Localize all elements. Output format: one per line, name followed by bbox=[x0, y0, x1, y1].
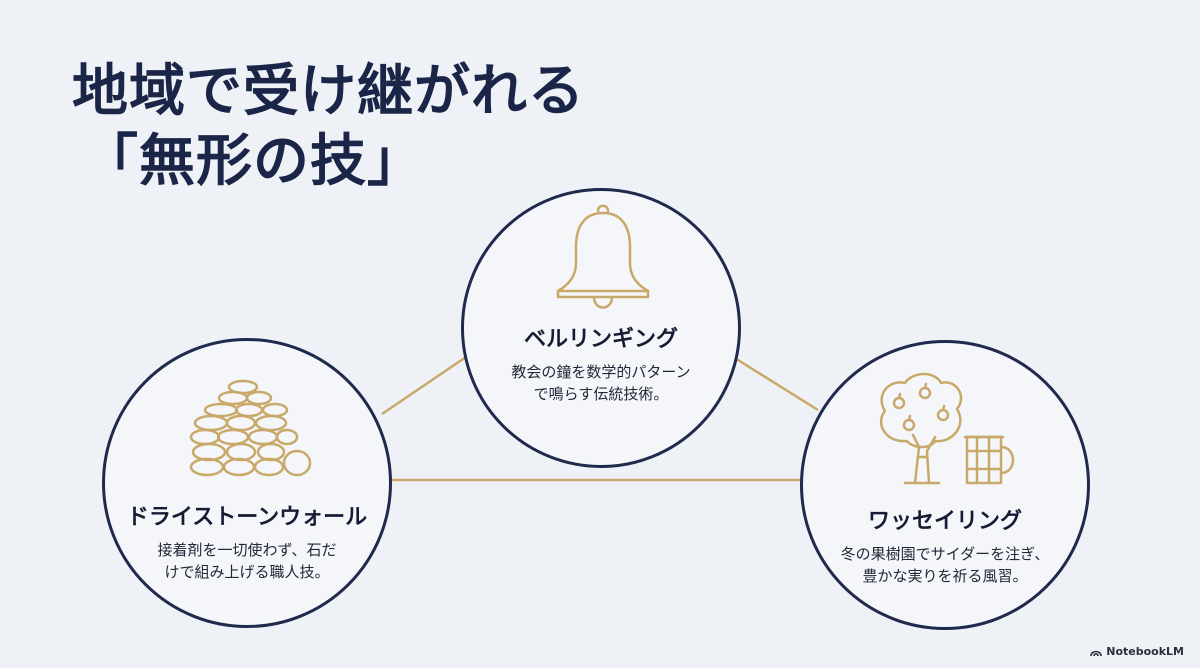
node-wassailing: ワッセイリング 冬の果樹園でサイダーを注ぎ、 豊かな実りを祈る風習。 bbox=[800, 340, 1090, 630]
connector-bell-cider bbox=[729, 353, 819, 412]
stone-wall-icon bbox=[189, 379, 312, 477]
watermark-text: NotebookLM bbox=[1106, 645, 1184, 658]
notebooklm-watermark: NotebookLM bbox=[1090, 645, 1184, 658]
node-dry-stone-wall-name: ドライストーンウォール bbox=[126, 505, 368, 530]
connector-bell-wall bbox=[381, 355, 467, 416]
notebooklm-logo-icon bbox=[1090, 650, 1103, 656]
node-bell-ringing-desc: 教会の鐘を数学的パターン で鳴らす伝統技術。 bbox=[511, 363, 691, 403]
node-dry-stone-wall-desc: 接着剤を一切使わず、石だ けで組み上げる職人技。 bbox=[157, 541, 337, 581]
title-line-2: 「無形の技」 bbox=[82, 128, 424, 194]
page-title: 地域で受け継がれる 「無形の技」 bbox=[72, 56, 585, 196]
bell-icon bbox=[556, 204, 650, 309]
title-line-1: 地域で受け継がれる bbox=[72, 58, 585, 124]
node-bell-ringing-name: ベルリンギング bbox=[523, 327, 678, 352]
node-bell-ringing: ベルリンギング 教会の鐘を数学的パターン で鳴らす伝統技術。 bbox=[461, 188, 741, 468]
node-wassailing-desc: 冬の果樹園でサイダーを注ぎ、 豊かな実りを祈る風習。 bbox=[840, 545, 1050, 585]
node-dry-stone-wall: ドライストーンウォール 接着剤を一切使わず、石だ けで組み上げる職人技。 bbox=[102, 338, 392, 628]
apple-tree-cider-icon bbox=[879, 372, 1015, 485]
node-wassailing-name: ワッセイリング bbox=[867, 509, 1022, 534]
